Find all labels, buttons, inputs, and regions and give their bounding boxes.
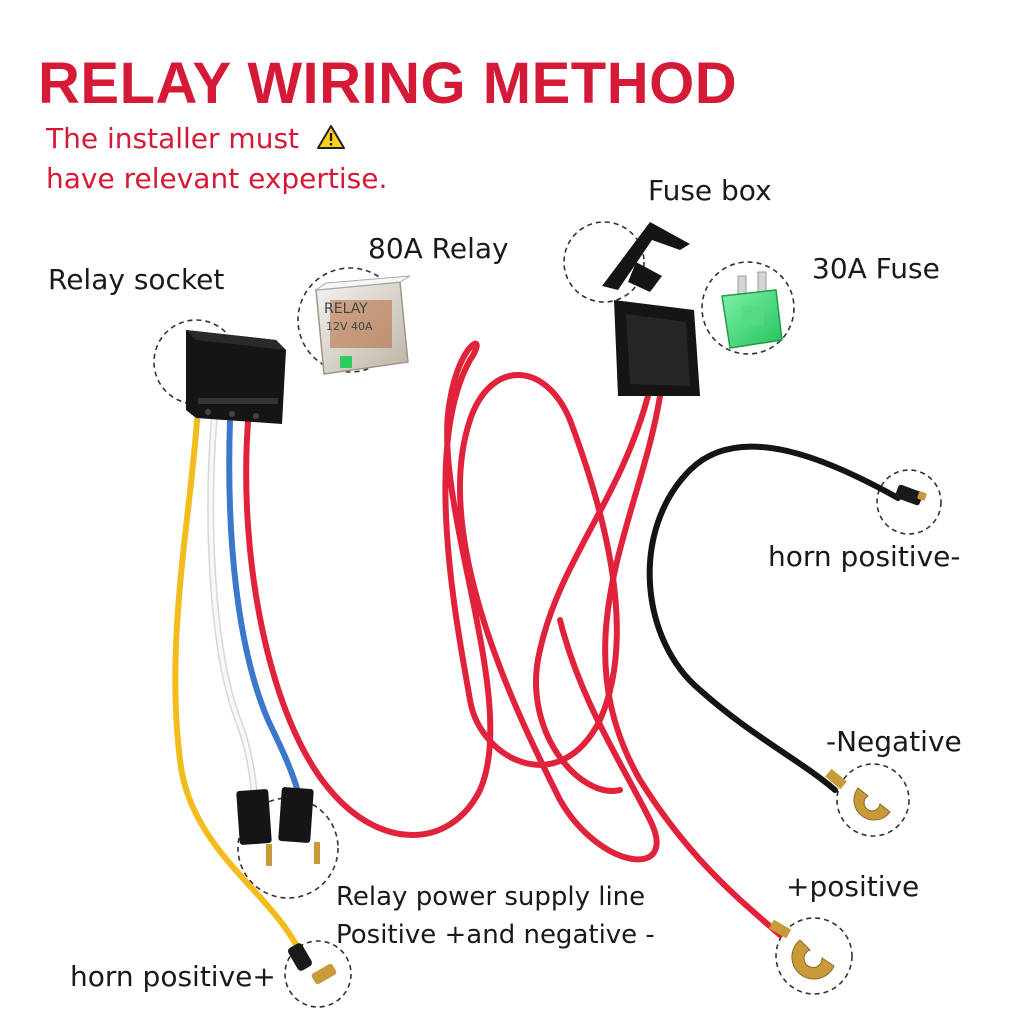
label-positive: +positive	[786, 870, 920, 903]
label-negative: -Negative	[826, 725, 962, 758]
label-fuse-box: Fuse box	[648, 174, 772, 207]
wires	[172, 340, 901, 955]
relay-spec-text: 12V 40A	[326, 320, 373, 333]
fuse-30a	[721, 271, 783, 349]
warning-triangle-icon	[316, 124, 346, 157]
label-relay-socket: Relay socket	[48, 263, 225, 296]
horn-positive-terminal	[288, 943, 337, 985]
label-power-supply-1: Relay power supply line	[336, 882, 646, 912]
yellow-wire	[172, 417, 303, 955]
red-fuse-wire	[602, 393, 783, 938]
power-supply-connectors	[236, 787, 320, 866]
black-wire	[646, 443, 901, 793]
horn-negative-terminal	[895, 484, 927, 506]
highlight-fuse	[701, 261, 795, 355]
highlight-horn-negative-terminal	[876, 469, 942, 535]
relay-top-text: RELAY	[324, 301, 368, 317]
positive-ring-terminal	[768, 919, 835, 980]
label-horn-positive-plus: horn positive+	[70, 960, 276, 993]
warning-line-2: have relevant expertise.	[46, 162, 388, 195]
relay-socket	[186, 330, 286, 424]
relay-80a: RELAY 12V 40A	[314, 275, 411, 375]
warning-line-1: The installer must	[46, 122, 346, 157]
negative-ring-terminal	[825, 768, 891, 821]
highlight-positive-ring	[775, 917, 853, 995]
highlight-fuse-box	[563, 221, 645, 303]
label-power-supply-2: Positive +and negative -	[336, 920, 655, 950]
fuse-box	[602, 222, 700, 396]
red-fuse-wire-2	[533, 393, 651, 794]
label-fuse: 30A Fuse	[812, 252, 940, 285]
highlight-horn-positive-terminal	[284, 940, 352, 1008]
label-horn-positive-minus: horn positive-	[768, 540, 961, 573]
red-loop-wire	[243, 340, 660, 863]
warning-text-1: The installer must	[46, 122, 300, 155]
page-title: RELAY WIRING METHOD	[38, 51, 738, 116]
label-relay: 80A Relay	[368, 232, 509, 265]
highlight-negative-ring	[836, 763, 910, 837]
blue-wire	[226, 417, 301, 795]
